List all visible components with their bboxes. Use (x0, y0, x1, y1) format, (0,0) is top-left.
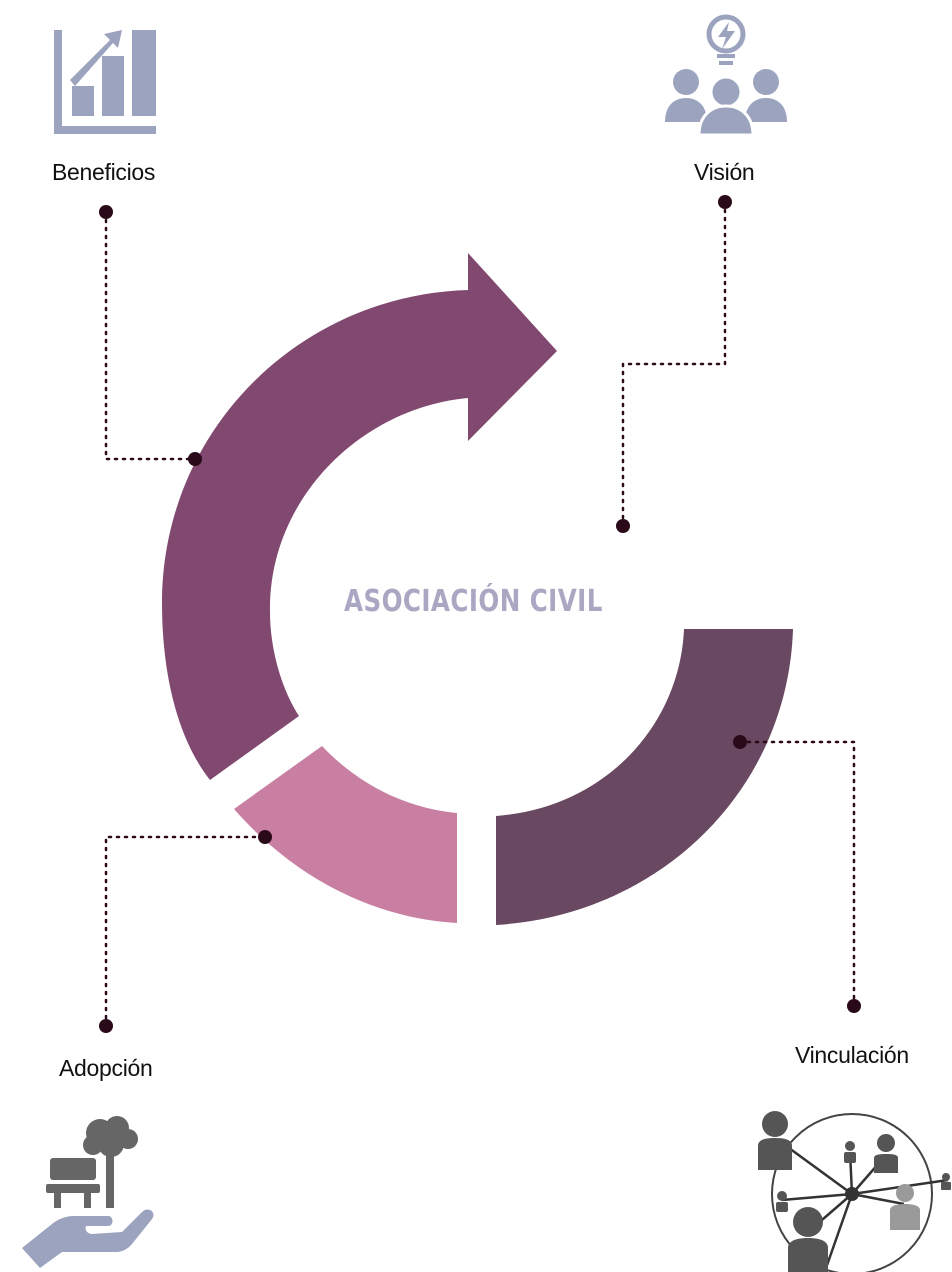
people-network-icon (758, 1111, 951, 1272)
dot-adopcion-diagram (258, 830, 272, 844)
dot-vision-label (718, 195, 732, 209)
growth-bar-chart-icon (54, 30, 156, 134)
label-vision: Visión (694, 159, 755, 185)
label-beneficios: Beneficios (52, 159, 156, 185)
dot-vinculacion-label (847, 999, 861, 1013)
cycle-segment-dark (496, 629, 793, 925)
hand-holding-park-icon (22, 1116, 154, 1268)
cycle-segment-arrow (162, 253, 557, 780)
team-idea-lightbulb-icon (665, 14, 787, 137)
dot-adopcion-label (99, 1019, 113, 1033)
cycle-segment-pink (234, 746, 457, 923)
dot-beneficios-diagram (188, 452, 202, 466)
connector-vision (621, 200, 727, 528)
connector-beneficios (104, 210, 197, 461)
connector-vinculacion (738, 740, 856, 1008)
center-title: ASOCIACIÓN CIVIL (344, 584, 603, 619)
label-adopcion: Adopción (59, 1055, 153, 1081)
label-vinculacion: Vinculación (795, 1042, 909, 1068)
dot-beneficios-label (99, 205, 113, 219)
connector-adopcion (104, 835, 267, 1028)
dot-vinculacion-diagram (733, 735, 747, 749)
dot-vision-diagram (616, 519, 630, 533)
